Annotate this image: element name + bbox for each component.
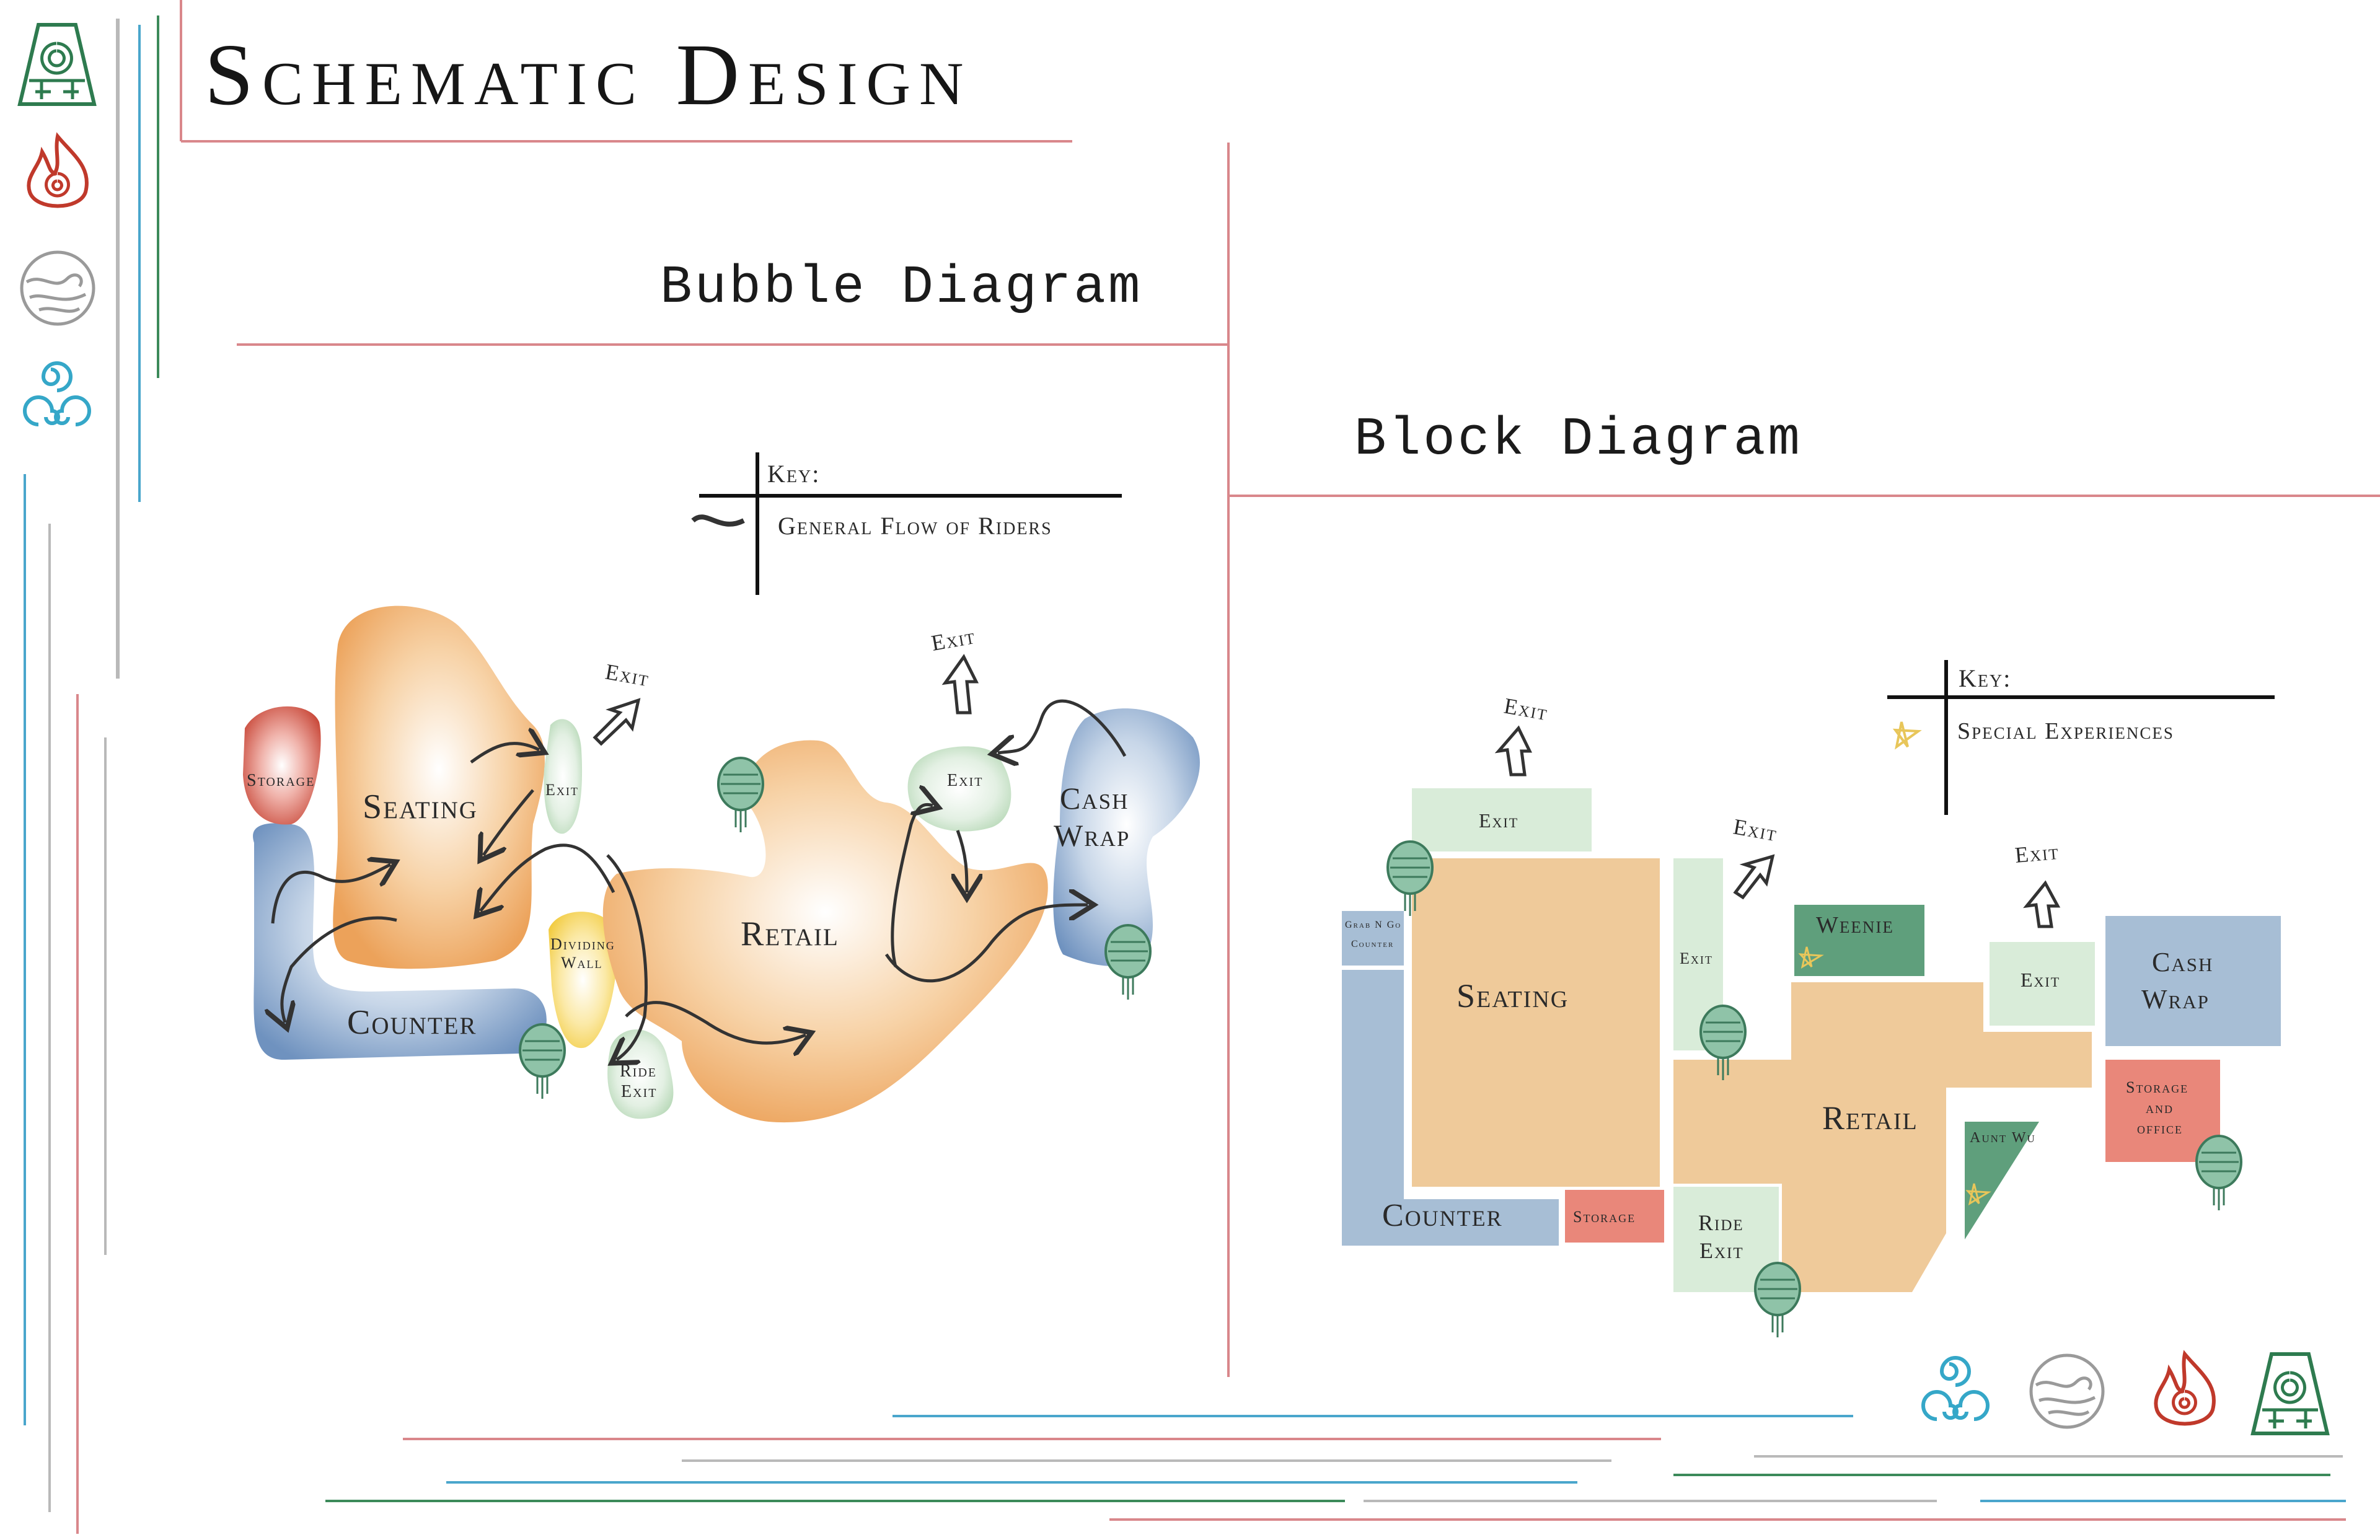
block-grab-label-2: Counter xyxy=(1351,939,1394,949)
storage-label: Storage xyxy=(247,771,315,790)
exit-arrow-icon-block-right xyxy=(2023,880,2061,928)
block-storage xyxy=(1565,1190,1664,1243)
exit-arrow-icon-block-mid xyxy=(1733,854,1775,900)
dividing-wall-label-2: Wall xyxy=(561,954,603,972)
block-aunt-wu xyxy=(1965,1122,2039,1239)
block-cash-label-2: Wrap xyxy=(2141,984,2210,1014)
seating-label: Seating xyxy=(363,788,478,826)
ride-exit-label-1: Ride xyxy=(620,1062,657,1081)
block-counter-label: Counter xyxy=(1382,1198,1503,1233)
block-cash-label-1: Cash xyxy=(2152,947,2213,977)
block-seating xyxy=(1412,858,1660,1187)
block-aunt-wu-label: Aunt Wu xyxy=(1970,1130,2036,1146)
exit-arrow-icon-left xyxy=(593,698,641,746)
block-grab-label-1: Grab N Go xyxy=(1345,920,1401,930)
block-exit-box-label: Exit xyxy=(1479,809,1518,832)
storage-bubble xyxy=(243,706,321,825)
exit-small-label: Exit xyxy=(545,781,579,799)
star-icon-weenie xyxy=(1798,946,1824,969)
bubble-diagram-title: Bubble Diagram xyxy=(660,257,1143,318)
exit-arrow-icon-block-top xyxy=(1494,725,1532,777)
bubble-key xyxy=(691,452,1122,595)
water-icon xyxy=(23,361,91,426)
exit-bubble-small xyxy=(544,719,583,834)
water-icon-bottom xyxy=(1921,1356,1990,1421)
block-exit-arrows xyxy=(1494,725,2061,928)
exit-arrow-icon-right xyxy=(941,654,979,715)
block-retail xyxy=(1673,982,2092,1292)
block-exit-right-box-label: Exit xyxy=(2021,969,2060,991)
earth-icon xyxy=(17,23,97,106)
block-diagram-title: Block Diagram xyxy=(1354,409,1802,470)
earth-icon-bottom xyxy=(2250,1352,2330,1435)
block-key xyxy=(1887,660,2275,815)
block-storage-office-label-2: and xyxy=(2146,1099,2174,1117)
block-storage-label: Storage xyxy=(1573,1208,1636,1226)
cash-wrap-label-1: Cash xyxy=(1060,781,1129,816)
block-lantern-icons xyxy=(1386,840,2242,1337)
retail-label: Retail xyxy=(741,915,839,953)
page-title: Schematic Design xyxy=(205,25,972,123)
block-grab-n-go xyxy=(1342,911,1404,966)
bubble-key-entry: General Flow of Riders xyxy=(778,512,1052,540)
fire-icon xyxy=(27,132,89,208)
flow-arrows xyxy=(273,699,1127,1060)
air-icon-bottom xyxy=(2029,1353,2105,1429)
block-seating-label: Seating xyxy=(1457,977,1569,1014)
star-legend-icon xyxy=(1892,721,1922,750)
block-exit-mid-box-label: Exit xyxy=(1680,949,1713,967)
block-ride-exit-label-2: Exit xyxy=(1699,1238,1744,1263)
air-icon xyxy=(20,250,95,326)
block-ride-exit-label-1: Ride xyxy=(1698,1210,1744,1235)
star-icon-aunt-wu xyxy=(1965,1183,1991,1206)
block-exit-right xyxy=(1990,942,2095,1026)
block-cash-wrap xyxy=(2105,916,2281,1046)
block-weenie-label: Weenie xyxy=(1816,912,1894,938)
block-weenie xyxy=(1794,905,1924,976)
block-storage-office-label-1: Storage xyxy=(2126,1078,2188,1096)
block-exit-mid-label: Exit xyxy=(1732,814,1779,846)
lantern-icons xyxy=(519,757,1152,1099)
cash-wrap-label-2: Wrap xyxy=(1054,818,1130,853)
flow-legend-icon xyxy=(691,514,745,527)
fire-icon-bottom xyxy=(2154,1350,2216,1426)
block-storage-office-label-3: office xyxy=(2137,1119,2183,1137)
block-counter xyxy=(1342,1199,1559,1246)
block-key-title: Key: xyxy=(1959,664,2011,692)
block-exit-right-label: Exit xyxy=(2014,839,2060,868)
bubble-key-title: Key: xyxy=(767,460,820,488)
counter-label: Counter xyxy=(347,1003,477,1042)
exit-up-arrows xyxy=(593,654,979,746)
block-retail-label: Retail xyxy=(1822,1099,1918,1137)
block-exit-top-label: Exit xyxy=(1502,693,1550,725)
block-exit-top xyxy=(1412,788,1592,851)
exit-bubble-label: Exit xyxy=(947,771,983,790)
block-key-entry: Special Experiences xyxy=(1957,718,2174,744)
dividing-wall-label-1: Dividing xyxy=(550,935,615,953)
counter-bubble xyxy=(253,823,547,1060)
dividing-wall-bubble xyxy=(549,912,617,1049)
ride-exit-label-2: Exit xyxy=(621,1082,657,1101)
